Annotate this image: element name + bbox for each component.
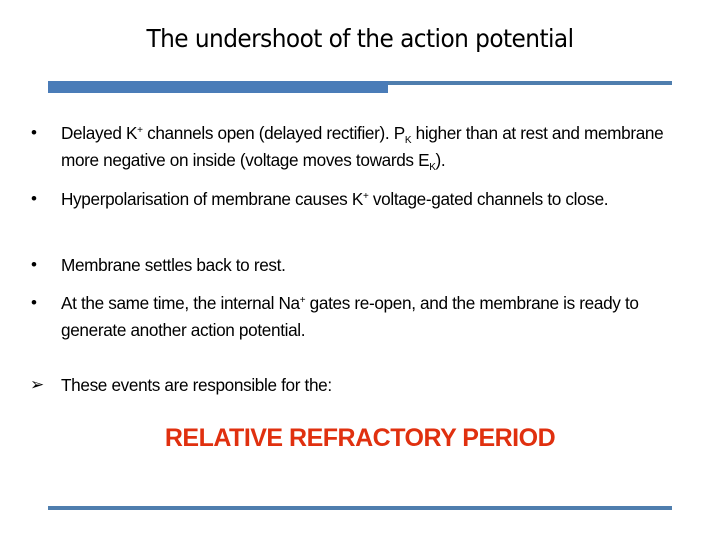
superscript: + xyxy=(299,295,306,306)
highlight-term: RELATIVE REFRACTORY PERIOD xyxy=(164,424,556,452)
bullet-text: Delayed K+ channels open (delayed rectif… xyxy=(61,120,671,173)
text-run: At the same time, the internal Na xyxy=(61,293,300,313)
conclusion-text: These events are responsible for the: xyxy=(61,375,332,395)
text-run: ). xyxy=(435,149,446,170)
text-run: higher than at rest and membrane more ne… xyxy=(61,123,664,170)
superscript: + xyxy=(137,125,143,136)
text-run: Membrane settles back to rest. xyxy=(61,255,286,275)
bullet-dot-icon: • xyxy=(31,255,37,274)
text-run: gates re-open, and the membrane is ready… xyxy=(61,293,639,340)
bullet-text: Hyperpolarisation of membrane causes K+ … xyxy=(61,186,681,213)
bullet-dot-icon: • xyxy=(31,123,37,142)
bullet-text: Membrane settles back to rest. xyxy=(61,252,701,279)
superscript: + xyxy=(362,191,369,202)
bullet-text: At the same time, the internal Na+ gates… xyxy=(61,290,691,343)
slide-title: The undershoot of the action potential xyxy=(146,24,574,53)
footer-line xyxy=(48,506,672,510)
title-underline-thick xyxy=(48,81,388,93)
text-run: Hyperpolarisation of membrane causes K xyxy=(61,189,363,209)
subscript: K xyxy=(429,161,436,173)
subscript: K xyxy=(404,135,412,146)
title-underline-thin xyxy=(388,81,672,85)
text-run: channels open (delayed rectifier). P xyxy=(142,123,405,143)
bullet-dot-icon: • xyxy=(31,293,37,312)
text-run: voltage-gated channels to close. xyxy=(368,189,609,209)
arrow-bullet-icon: ➢ xyxy=(30,375,45,394)
bullet-dot-icon: • xyxy=(31,189,37,208)
text-run: Delayed K xyxy=(61,123,138,143)
